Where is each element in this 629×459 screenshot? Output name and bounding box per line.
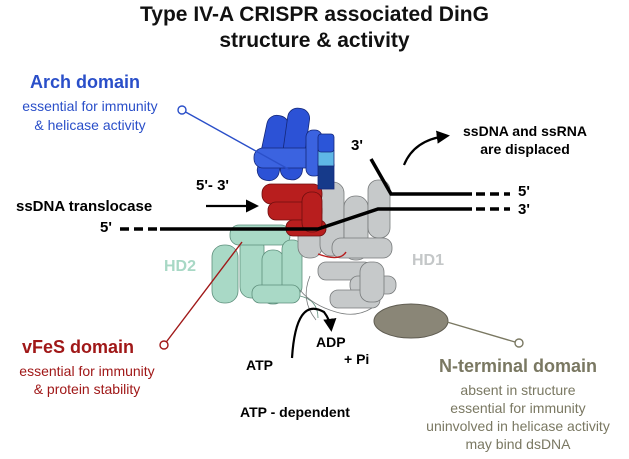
three-prime-top-label: 3' — [351, 137, 363, 154]
vfes-domain-label: vFeS domain — [22, 337, 135, 357]
page-title: Type IV-A CRISPR associated DinG — [140, 3, 489, 26]
n-terminal-desc-4: may bind dsDNA — [465, 436, 571, 452]
vfes-domain-desc-2: & protein stability — [33, 381, 141, 397]
polarity-label: 5'- 3' — [196, 177, 229, 194]
arch-domain-desc-2: & helicase activity — [34, 117, 146, 133]
adp-label: ADP — [316, 334, 346, 350]
arch-domain-desc-1: essential for immunity — [22, 98, 158, 114]
n-terminal-desc-1: absent in structure — [460, 382, 576, 398]
n-terminal-domain-label: N-terminal domain — [438, 356, 598, 376]
atp-label: ATP — [246, 357, 273, 373]
five-prime-left-label: 5' — [100, 219, 112, 236]
five-prime-right-label: 5' — [518, 183, 530, 200]
hd1-domain-structure — [297, 179, 397, 321]
arrows — [206, 130, 450, 359]
hd1-label: HD1 — [412, 252, 445, 269]
arch-domain-label: Arch domain — [30, 72, 141, 92]
translocase-label: ssDNA translocase — [16, 198, 153, 215]
dna-strands — [120, 158, 510, 231]
displaced-label-2: are displaced — [480, 141, 570, 157]
displaced-label-1: ssDNA and ssRNA — [463, 123, 587, 139]
page-subtitle: structure & activity — [219, 29, 410, 52]
hd2-label: HD2 — [164, 258, 197, 275]
arch-domain-structure — [253, 107, 335, 190]
three-prime-right-label: 3' — [518, 201, 530, 218]
pi-label: + Pi — [344, 351, 370, 367]
atp-dependent-label: ATP - dependent — [240, 404, 350, 420]
n-terminal-desc-2: essential for immunity — [450, 400, 586, 416]
leader-lines — [159, 105, 524, 350]
vfes-domain-desc-1: essential for immunity — [19, 363, 155, 379]
n-terminal-desc-3: uninvolved in helicase activity — [426, 418, 610, 434]
n-terminal-domain-shape — [373, 303, 449, 339]
vfes-domain-structure — [261, 183, 347, 259]
